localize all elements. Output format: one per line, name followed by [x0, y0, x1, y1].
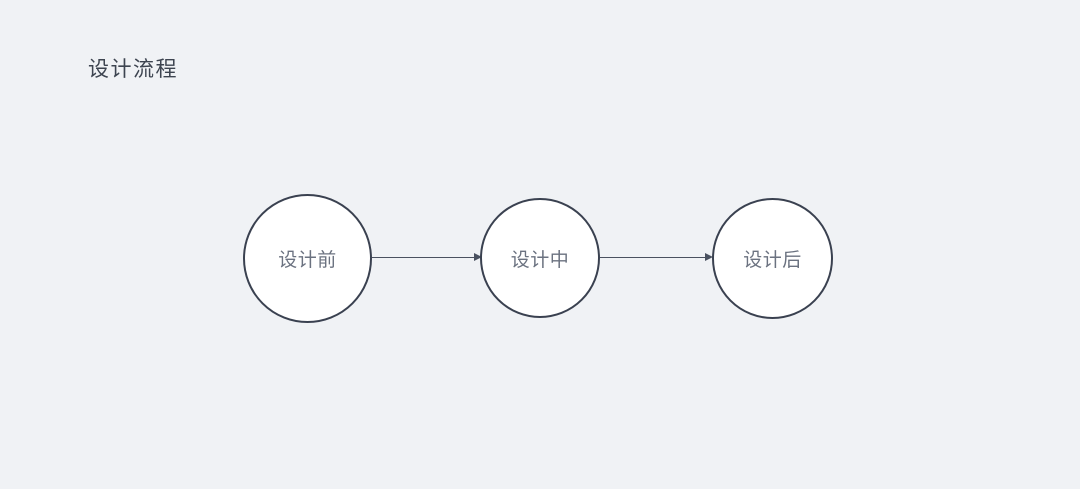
flow-node-label: 设计前 [278, 250, 337, 271]
arrow-right-icon [474, 253, 482, 261]
connector-line [372, 257, 475, 258]
connector-line [600, 257, 706, 258]
flow-connector-before-to-during [372, 251, 482, 265]
flow-connector-during-to-after [600, 251, 713, 265]
flow-node-before[interactable]: 设计前 [243, 194, 372, 323]
arrow-right-icon [705, 253, 713, 261]
page-title: 设计流程 [88, 58, 178, 81]
flow-node-label: 设计中 [510, 249, 570, 271]
flow-node-after[interactable]: 设计后 [712, 198, 833, 319]
flow-node-label: 设计后 [743, 250, 802, 271]
flow-node-during[interactable]: 设计中 [480, 198, 600, 318]
